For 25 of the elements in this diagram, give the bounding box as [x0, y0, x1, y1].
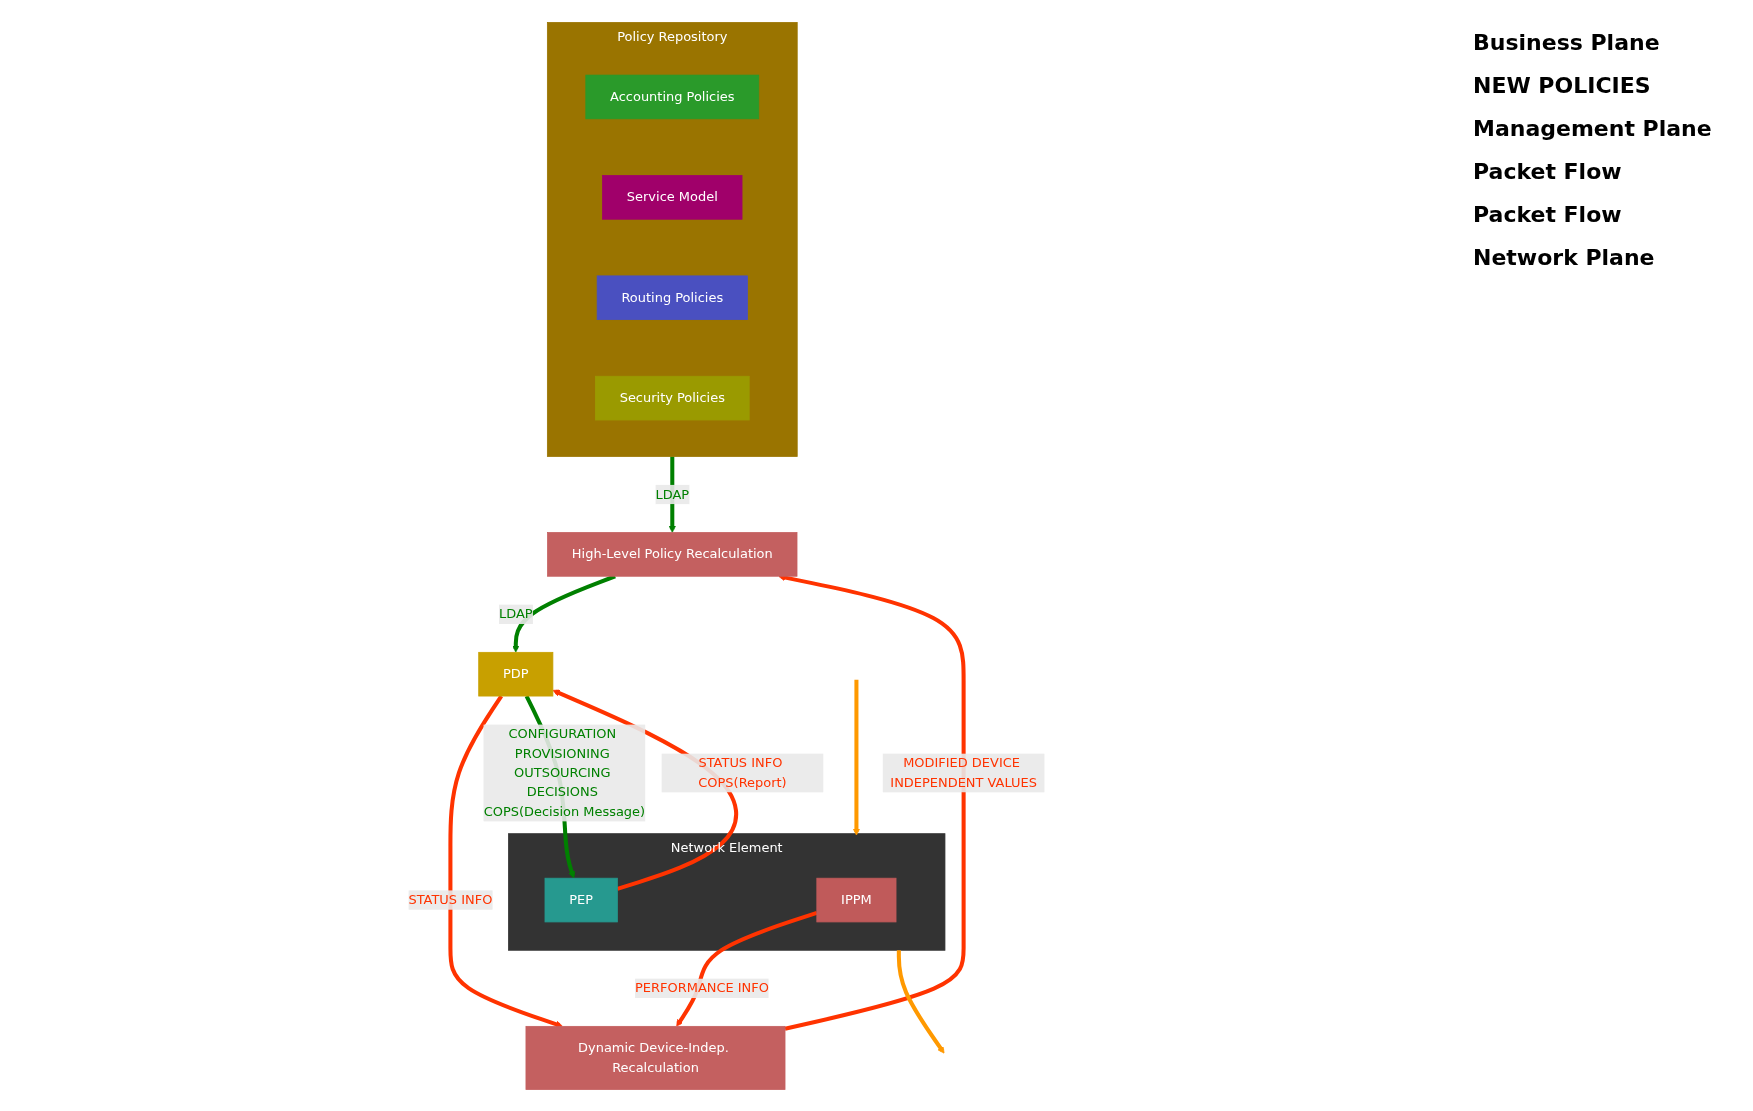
node-box: Routing Policies: [596, 274, 748, 320]
plane-label: Business Plane: [1473, 30, 1661, 55]
edge-label: PERFORMANCE INFO: [635, 979, 769, 996]
node-box: Service Model: [602, 174, 743, 220]
node-box: High-Level Policy Recalculation: [547, 531, 798, 577]
arrow: [896, 949, 945, 1054]
node-box: Accounting Policies: [585, 74, 760, 119]
edge-label: LDAP: [655, 485, 690, 502]
plane-label: Management Plane: [1473, 116, 1713, 141]
plane-label: Packet Flow: [1473, 159, 1623, 184]
plane-label: NEW POLICIES: [1473, 73, 1652, 98]
edge-label: MODIFIED DEVICE INDEPENDENT VALUES: [890, 754, 1037, 790]
plane-label: Packet Flow: [1473, 202, 1623, 227]
node-box: Dynamic Device-Indep. Recalculation: [525, 1025, 786, 1090]
node-box: IPPM: [816, 877, 897, 922]
plane-label: Network Plane: [1473, 245, 1656, 270]
edge-label: LDAP: [498, 605, 533, 622]
arrow: [852, 679, 860, 836]
edge-label: STATUS INFO: [408, 891, 493, 907]
node-box: PEP: [544, 877, 618, 922]
edge-label: CONFIGURATION PROVISIONING OUTSOURCING DECISIONS COPS(Decision Message): [483, 725, 646, 819]
node-box: Security Policies: [594, 375, 750, 420]
arrow: [676, 910, 818, 1027]
node-box: PDP: [478, 651, 554, 696]
edge-label: STATUS INFO COPS(Report): [698, 754, 787, 790]
